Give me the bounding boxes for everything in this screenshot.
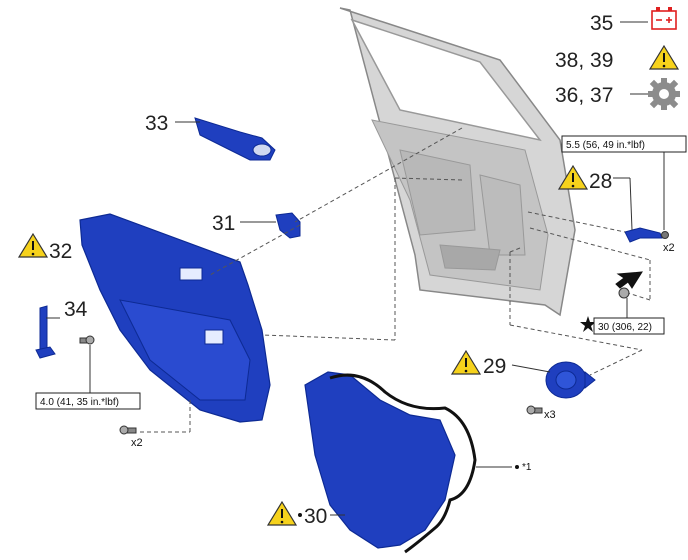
- torque-box-4-0: 4.0 (41, 35 in.*lbf): [35, 392, 141, 410]
- gear-icon: [648, 78, 680, 110]
- leader-lines: [46, 21, 665, 516]
- callout-31: 31: [212, 212, 235, 235]
- torque-box-5-5: 5.5 (56, 49 in.*lbf): [561, 135, 687, 153]
- door-frame: [339, 7, 576, 317]
- torque-label: 5.5 (56, 49 in.*lbf): [566, 140, 645, 151]
- part-28-handle: [624, 227, 669, 243]
- warning-icon: [557, 164, 589, 190]
- part-30-service-hole-cover: [304, 371, 477, 554]
- screw-x3: [526, 405, 543, 415]
- bullet-dot: [298, 513, 302, 517]
- callout-33: 33: [145, 112, 168, 135]
- part-29-speaker: [545, 361, 596, 399]
- multiplier-x2-right: x2: [663, 242, 675, 254]
- torque-box-30: 30 (306, 22): [593, 317, 665, 335]
- screw-4-0: [79, 335, 95, 345]
- screws: [79, 287, 630, 435]
- torque-label: 30 (306, 22): [598, 322, 652, 333]
- warning-icon: [648, 44, 680, 70]
- battery-icon: [651, 7, 677, 30]
- screw-x2-left: [119, 425, 137, 435]
- multiplier-x2-left: x2: [131, 437, 143, 449]
- callout-29: 29: [483, 355, 506, 378]
- star-icon: [580, 316, 596, 332]
- arrow-icon: [615, 271, 643, 289]
- part-33-bracket: [194, 117, 276, 161]
- part-32-trim-panel: [79, 213, 271, 423]
- callout-30: 30: [304, 505, 327, 528]
- part-34-small-cover: [35, 305, 56, 359]
- bolt-30: [618, 287, 630, 299]
- callout-28: 28: [589, 170, 612, 193]
- warning-icon: [450, 349, 482, 375]
- callout-34: 34: [64, 298, 88, 321]
- warning-icon: [266, 500, 298, 526]
- part-31-clip: [275, 212, 301, 239]
- callout-asterisk-1: *1: [522, 462, 532, 473]
- warning-icon: [17, 232, 49, 258]
- alignment-lines: [140, 127, 651, 433]
- callout-38-39: 38, 39: [555, 49, 613, 72]
- callout-32: 32: [49, 240, 72, 263]
- multiplier-x3: x3: [544, 409, 556, 421]
- bullet-dot: [515, 465, 519, 469]
- callout-35: 35: [590, 12, 613, 35]
- callout-36-37: 36, 37: [555, 84, 613, 107]
- torque-label: 4.0 (41, 35 in.*lbf): [40, 397, 119, 408]
